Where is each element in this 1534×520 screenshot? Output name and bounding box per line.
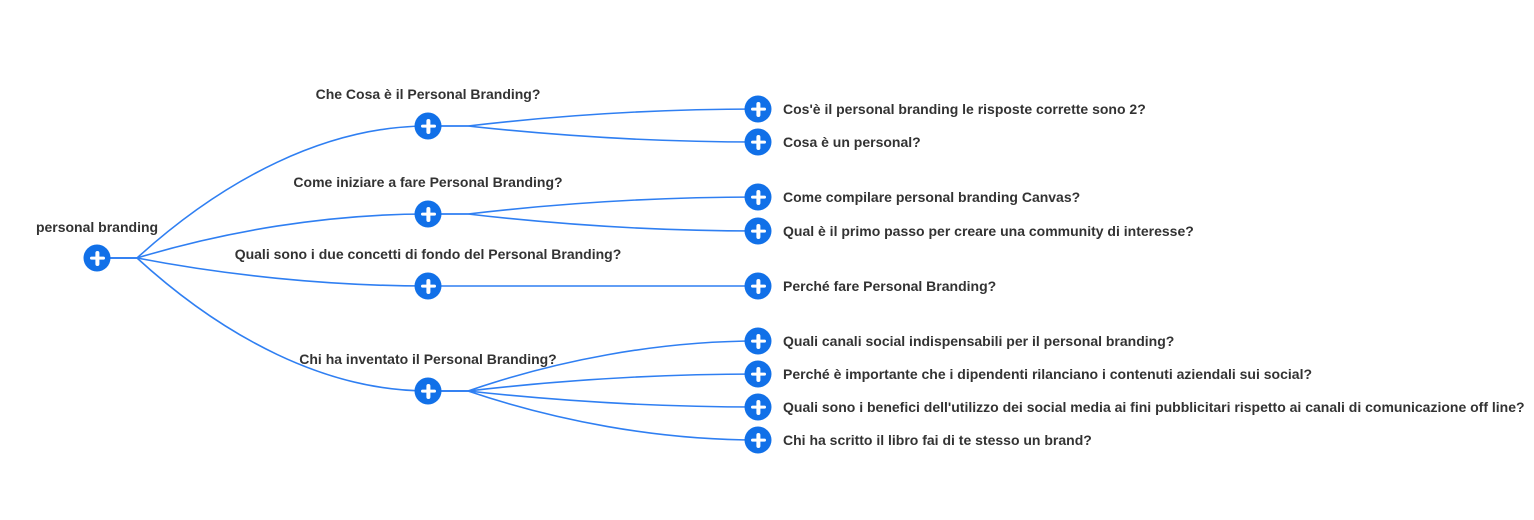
node-label-leaf-0-1[interactable]: Cosa è un personal? [783,134,921,150]
expand-plus-button-branch-3[interactable] [414,377,442,405]
edge-curve [428,373,759,392]
plus-icon [756,101,760,117]
expand-plus-button-branch-2[interactable] [414,272,442,300]
expand-plus-button-leaf-0-1[interactable] [744,128,772,156]
expand-plus-button-leaf-3-3[interactable] [744,426,772,454]
plus-icon [756,432,760,448]
edge-curve [428,390,759,441]
node-label-leaf-1-0[interactable]: Come compilare personal branding Canvas? [783,189,1081,205]
plus-icon [426,206,430,222]
edge-curve [97,257,429,287]
plus-icon [756,189,760,205]
edge-curve [428,196,759,215]
plus-icon [95,250,99,266]
plus-icon [426,118,430,134]
plus-icon [426,278,430,294]
expand-plus-button-branch-1[interactable] [414,200,442,228]
plus-icon [756,399,760,415]
node-label-leaf-3-1[interactable]: Perché è importante che i dipendenti ril… [783,366,1313,382]
node-label-leaf-0-0[interactable]: Cos'è il personal branding le risposte c… [783,101,1146,117]
expand-plus-button-leaf-3-0[interactable] [744,327,772,355]
expand-plus-button-leaf-3-2[interactable] [744,393,772,421]
node-label-leaf-3-0[interactable]: Quali canali social indispensabili per i… [783,333,1175,349]
node-label-branch-1[interactable]: Come iniziare a fare Personal Branding? [293,174,563,190]
edge-curve [428,213,759,232]
node-label-leaf-3-3[interactable]: Chi ha scritto il libro fai di te stesso… [783,432,1092,448]
plus-icon [756,333,760,349]
node-label-branch-2[interactable]: Quali sono i due concetti di fondo del P… [234,246,622,262]
plus-icon [756,223,760,239]
node-label-branch-3[interactable]: Chi ha inventato il Personal Branding? [299,351,557,367]
plus-icon [756,134,760,150]
expand-plus-button-leaf-1-1[interactable] [744,217,772,245]
expand-plus-button-leaf-1-0[interactable] [744,183,772,211]
expand-plus-button-leaf-2-0[interactable] [744,272,772,300]
edge-curve [428,340,759,392]
plus-icon [756,278,760,294]
node-label-leaf-3-2[interactable]: Quali sono i benefici dell'utilizzo dei … [783,399,1525,415]
node-label-leaf-2-0[interactable]: Perché fare Personal Branding? [783,278,997,294]
node-label-branch-0[interactable]: Che Cosa è il Personal Branding? [315,86,541,102]
plus-icon [426,383,430,399]
edge-curve [428,125,759,143]
expand-plus-button-leaf-0-0[interactable] [744,95,772,123]
edge-curve [97,257,429,392]
node-label-leaf-1-1[interactable]: Qual è il primo passo per creare una com… [783,223,1194,239]
edge-curve [428,108,759,127]
edge-curve [97,213,429,259]
edge-curve [428,390,759,408]
expand-plus-button-root[interactable] [83,244,111,272]
expand-plus-button-leaf-3-1[interactable] [744,360,772,388]
expand-plus-button-branch-0[interactable] [414,112,442,140]
node-label-root[interactable]: personal branding [35,219,159,235]
plus-icon [756,366,760,382]
edge-curve [97,125,429,259]
